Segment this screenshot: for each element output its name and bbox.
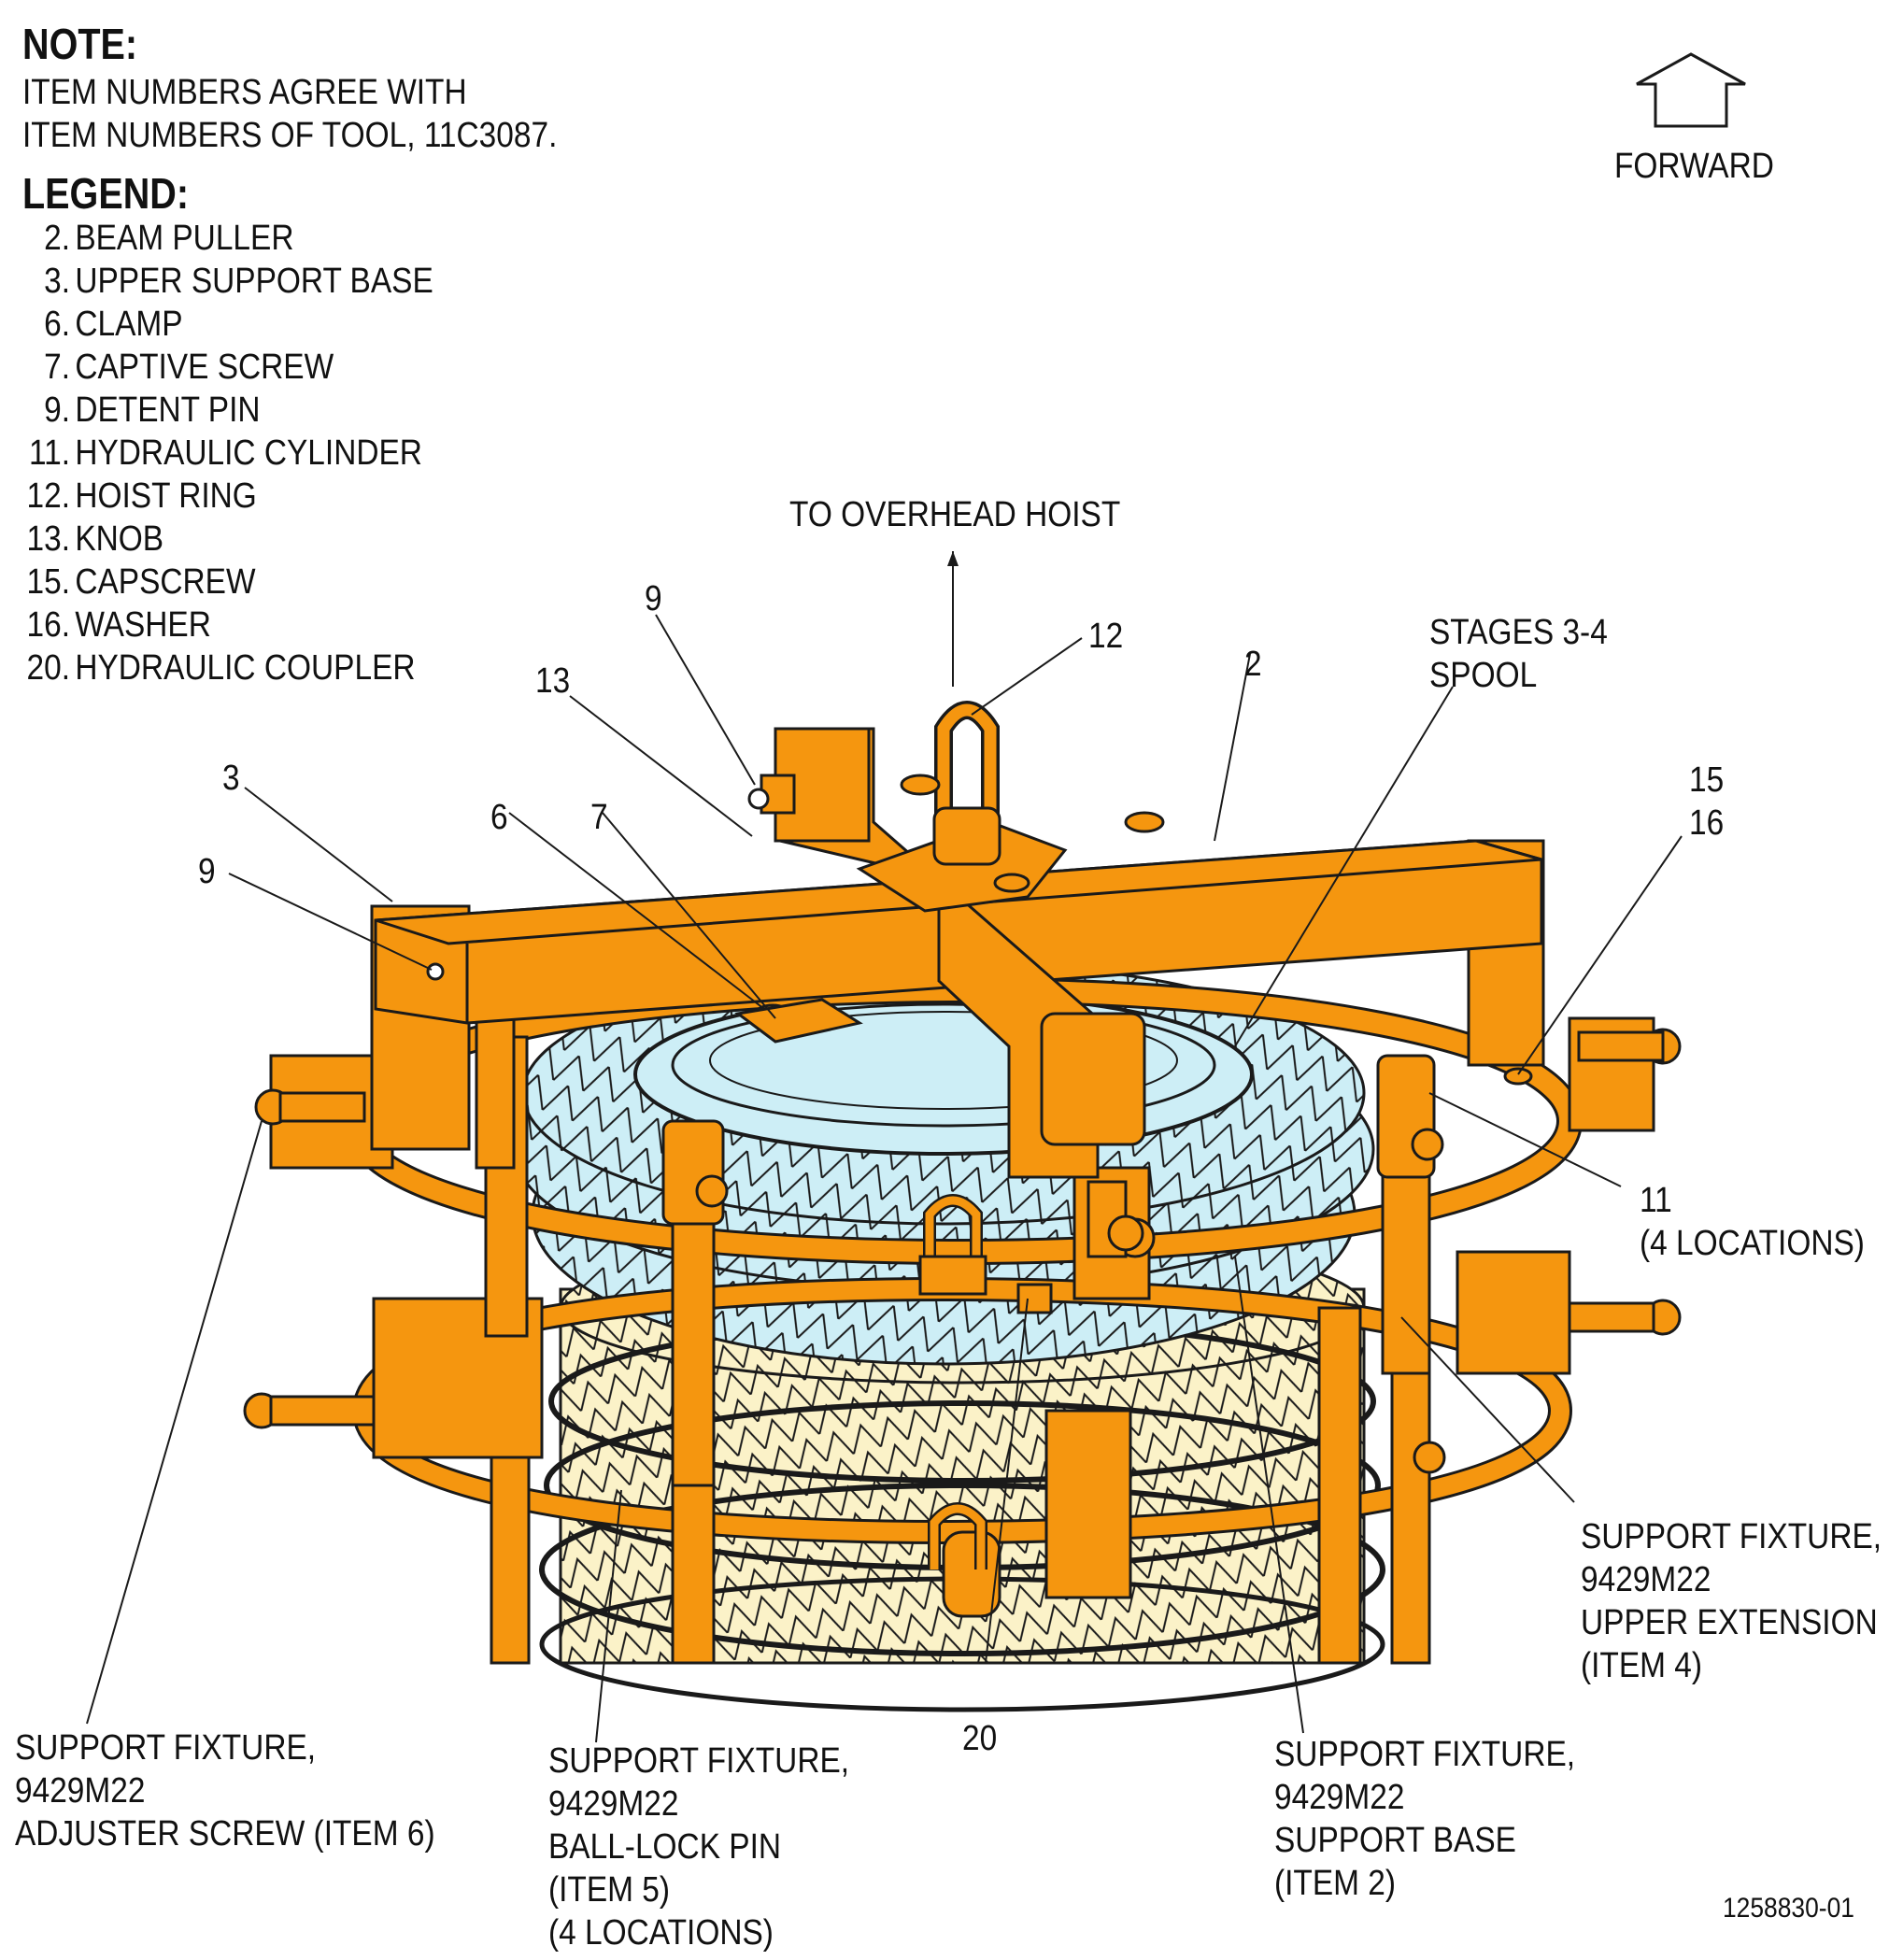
legend-item-number: 9. xyxy=(44,391,71,430)
callout-support-base-line-1: SUPPORT FIXTURE, xyxy=(1274,1735,1576,1774)
legend-item: 15.CAPSCREW xyxy=(22,561,433,604)
callout-7: 7 xyxy=(590,798,608,837)
callout-11-locations: (4 LOCATIONS) xyxy=(1640,1224,1865,1263)
callout-upper-extension-line-1: SUPPORT FIXTURE, xyxy=(1581,1517,1882,1556)
callout-16: 16 xyxy=(1689,803,1725,843)
legend-item: 6.CLAMP xyxy=(22,303,433,346)
legend-item-label: HOIST RING xyxy=(75,476,257,516)
callout-adjuster-line-2: 9429M22 xyxy=(15,1771,146,1811)
legend-item-label: UPPER SUPPORT BASE xyxy=(75,262,433,301)
note-line-1: ITEM NUMBERS AGREE WITH xyxy=(22,73,467,112)
legend-item: 2.BEAM PULLER xyxy=(22,217,433,260)
callout-support-base-line-4: (ITEM 2) xyxy=(1274,1864,1397,1903)
legend-item: 12.HOIST RING xyxy=(22,475,433,518)
legend-item-number: 3. xyxy=(44,262,71,301)
callout-ball-lock-line-5: (4 LOCATIONS) xyxy=(548,1913,774,1953)
legend-item-number: 11. xyxy=(29,433,71,473)
callout-overhead-hoist: TO OVERHEAD HOIST xyxy=(789,495,1121,534)
legend-item-number: 7. xyxy=(44,348,71,387)
legend-item: 11.HYDRAULIC CYLINDER xyxy=(22,432,433,475)
forward-label: FORWARD xyxy=(1614,147,1774,186)
callout-9-left: 9 xyxy=(198,852,216,891)
callout-upper-extension-line-2: 9429M22 xyxy=(1581,1560,1711,1599)
callout-6: 6 xyxy=(490,798,508,837)
figure-id: 1258830-01 xyxy=(1723,1893,1854,1924)
callout-3: 3 xyxy=(222,759,240,798)
callout-adjuster-line-3: ADJUSTER SCREW (ITEM 6) xyxy=(15,1814,435,1853)
callout-20: 20 xyxy=(962,1719,998,1758)
legend-item: 20.HYDRAULIC COUPLER xyxy=(22,646,433,689)
legend-item: 9.DETENT PIN xyxy=(22,389,433,432)
legend-item-number: 13. xyxy=(26,519,71,559)
callout-9-top: 9 xyxy=(645,579,662,618)
legend-item-number: 15. xyxy=(26,562,71,602)
note-heading: NOTE: xyxy=(22,20,138,68)
legend-item-label: CLAMP xyxy=(75,305,183,344)
callout-upper-extension-line-3: UPPER EXTENSION xyxy=(1581,1603,1878,1642)
callout-12: 12 xyxy=(1088,617,1124,656)
legend-item-number: 2. xyxy=(44,219,71,258)
callout-adjuster-line-1: SUPPORT FIXTURE, xyxy=(15,1728,317,1768)
callout-spool-line-1: STAGES 3-4 xyxy=(1429,613,1608,652)
legend-item-label: CAPTIVE SCREW xyxy=(75,348,334,387)
callout-ball-lock-line-2: 9429M22 xyxy=(548,1784,679,1824)
legend-item-label: HYDRAULIC CYLINDER xyxy=(75,433,422,473)
callout-spool-line-2: SPOOL xyxy=(1429,656,1538,695)
legend-item-label: KNOB xyxy=(75,519,164,559)
callout-ball-lock-line-1: SUPPORT FIXTURE, xyxy=(548,1741,850,1781)
callout-2: 2 xyxy=(1244,645,1262,684)
callout-ball-lock-line-3: BALL-LOCK PIN xyxy=(548,1827,782,1867)
callout-upper-extension-line-4: (ITEM 4) xyxy=(1581,1646,1703,1685)
legend-list: 2.BEAM PULLER 3.UPPER SUPPORT BASE 6.CLA… xyxy=(22,217,490,689)
legend-item-number: 20. xyxy=(26,648,71,688)
legend-item: 16.WASHER xyxy=(22,604,433,646)
legend-heading: LEGEND: xyxy=(22,169,190,218)
callout-support-base-line-3: SUPPORT BASE xyxy=(1274,1821,1516,1860)
callout-support-base-line-2: 9429M22 xyxy=(1274,1778,1405,1817)
legend-item-label: CAPSCREW xyxy=(75,562,256,602)
legend-item-label: BEAM PULLER xyxy=(75,219,294,258)
legend-item-label: DETENT PIN xyxy=(75,391,261,430)
legend-item-number: 6. xyxy=(44,305,71,344)
callout-15: 15 xyxy=(1689,760,1725,800)
note-line-2: ITEM NUMBERS OF TOOL, 11C3087. xyxy=(22,116,558,155)
legend-item-number: 12. xyxy=(26,476,71,516)
forward-arrow-icon xyxy=(1636,52,1746,128)
legend-item-label: WASHER xyxy=(75,605,211,645)
legend-item: 3.UPPER SUPPORT BASE xyxy=(22,260,433,303)
legend-item-number: 16. xyxy=(26,605,71,645)
legend-item: 13.KNOB xyxy=(22,518,433,561)
legend-item-label: HYDRAULIC COUPLER xyxy=(75,648,416,688)
leader-lines xyxy=(86,551,1683,1743)
callout-11: 11 xyxy=(1640,1181,1672,1220)
callout-13: 13 xyxy=(535,661,571,701)
callout-ball-lock-line-4: (ITEM 5) xyxy=(548,1870,671,1910)
legend-item: 7.CAPTIVE SCREW xyxy=(22,346,433,389)
